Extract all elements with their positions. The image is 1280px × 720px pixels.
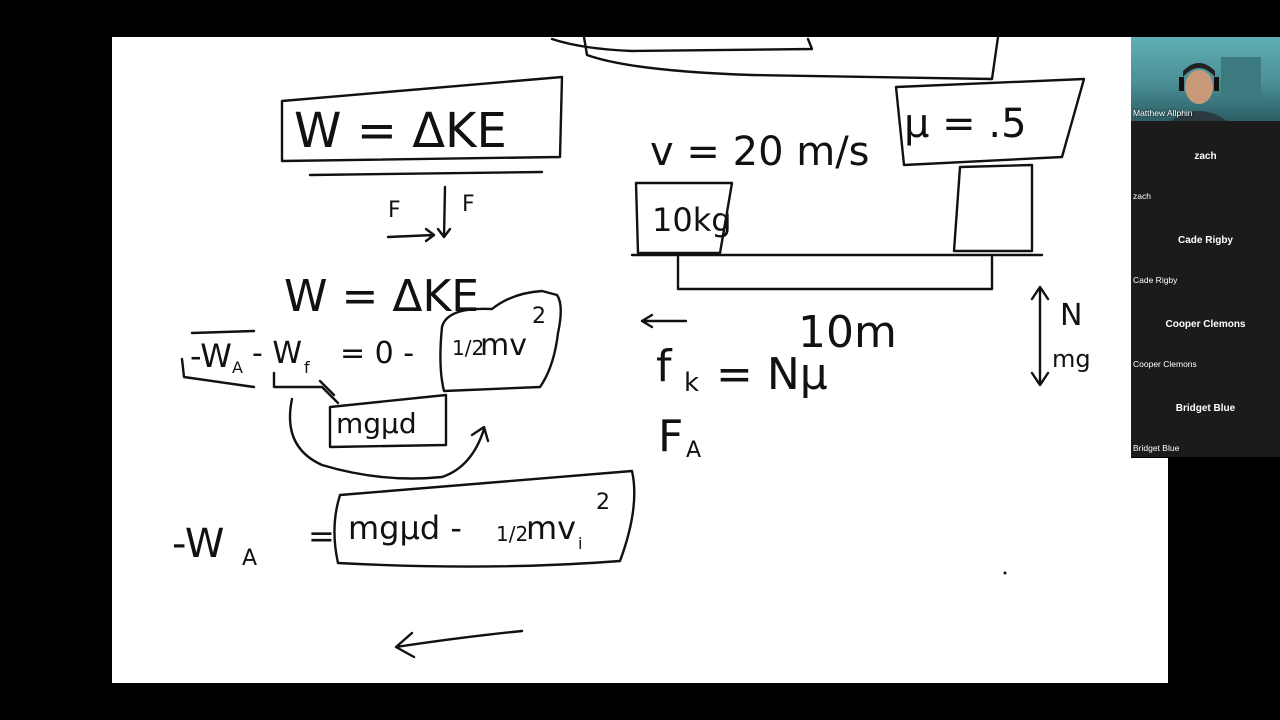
block-target — [952, 163, 1034, 253]
top-box-stroke-2 — [582, 37, 1000, 81]
camera-feed — [1171, 57, 1261, 121]
lhs-friction-sub: f — [304, 358, 310, 377]
mu: μ = .5 — [904, 101, 1027, 147]
participant-tile[interactable]: Cooper Clemons Cooper Clemons — [1131, 289, 1280, 374]
result-eq: = — [308, 517, 335, 555]
participant-corner-name: zach — [1133, 191, 1151, 201]
lhs-applied-sub: A — [232, 358, 243, 377]
top-box-stroke — [550, 37, 814, 53]
block-10kg — [634, 181, 734, 255]
participant-tile[interactable]: zach zach — [1131, 121, 1280, 206]
participant-tile[interactable]: Bridget Blue Bridget Blue — [1131, 373, 1280, 458]
result-half: 1/2 — [496, 522, 528, 546]
participant-center-name: zach — [1194, 151, 1217, 162]
result-exp: 2 — [596, 490, 610, 515]
result-lhs-sub: A — [242, 546, 257, 571]
friction-work: mgμd — [336, 407, 417, 440]
friction-rhs: = Nμ — [716, 349, 828, 400]
equals-zero: = 0 - — [340, 336, 414, 371]
distance: 10m — [798, 307, 897, 358]
weight-label: mg — [1052, 345, 1091, 373]
mv: mv — [480, 328, 527, 363]
result-rhs-a: mgμd - — [348, 509, 462, 547]
strike-wf — [272, 371, 340, 405]
friction-arrow — [640, 313, 688, 329]
participant-panel: Matthew Allphin zach zach Cade Rigby Cad… — [1131, 37, 1280, 458]
applied-sub: A — [686, 438, 701, 463]
velocity: v = 20 m/s — [650, 129, 870, 175]
box-friction-work — [328, 393, 448, 449]
participant-name: Matthew Allphin — [1133, 108, 1193, 118]
friction-sub: k — [684, 368, 699, 398]
force-label-right: F — [462, 192, 475, 217]
whiteboard-canvas[interactable]: W = ΔKE F F W = ΔKE -W A - W f = 0 - 1/2… — [112, 37, 1168, 683]
lhs-applied: -W — [190, 337, 232, 375]
box-work-energy — [280, 75, 564, 163]
normal-weight-arrow — [1030, 285, 1050, 387]
participant-corner-name: Cooper Clemons — [1133, 359, 1197, 369]
result-sub: i — [578, 534, 582, 553]
participant-center-name: Bridget Blue — [1175, 403, 1236, 414]
box-result — [333, 469, 636, 568]
exp-2: 2 — [532, 304, 546, 329]
participant-corner-name: Bridget Blue — [1133, 443, 1180, 453]
participant-tile-video[interactable]: Matthew Allphin — [1131, 37, 1280, 122]
eq-work-energy: W = ΔKE — [294, 103, 507, 159]
whiteboard-drawing: W = ΔKE F F W = ΔKE -W A - W f = 0 - 1/2… — [172, 37, 1091, 659]
applied-force: F — [658, 411, 683, 462]
force-arrow-down — [436, 185, 452, 239]
half: 1/2 — [452, 336, 484, 360]
mass-label: 10kg — [652, 201, 732, 239]
participant-center-name: Cade Rigby — [1177, 235, 1233, 246]
stray-dot — [1003, 571, 1007, 575]
participant-tile[interactable]: Cade Rigby Cade Rigby — [1131, 205, 1280, 290]
direction-arrow-bottom — [394, 629, 524, 659]
normal-label: N — [1060, 298, 1082, 333]
lhs-friction: - W — [252, 336, 302, 371]
friction-eq: f — [656, 341, 673, 392]
result-lhs: -W — [172, 521, 224, 567]
result-rhs-b: mv — [526, 509, 576, 547]
box-mu — [894, 77, 1086, 167]
participant-corner-name: Cade Rigby — [1133, 275, 1178, 285]
underline-wa — [180, 357, 256, 389]
eq-work-energy-2: W = ΔKE — [284, 271, 479, 322]
loop-arrow — [288, 397, 490, 480]
force-arrow-right — [386, 227, 436, 243]
overline-wa — [190, 329, 256, 335]
participant-center-name: Cooper Clemons — [1165, 319, 1246, 330]
blob-kinetic — [439, 289, 562, 393]
surface-base — [676, 255, 994, 291]
participant-video: Matthew Allphin — [1131, 37, 1280, 121]
force-label-left: F — [388, 198, 401, 223]
